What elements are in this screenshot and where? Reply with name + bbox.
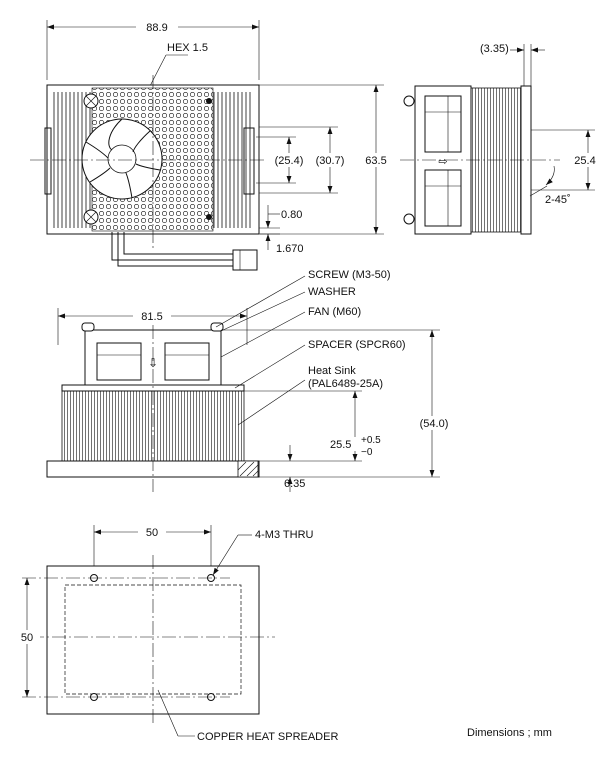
base-thickness-label: 6.35 — [284, 478, 305, 490]
top-height-label: 63.5 — [365, 155, 386, 167]
fin-height-label: 25.5 — [330, 439, 351, 451]
top-width-label: 88.9 — [146, 22, 167, 34]
front-width-label: 81.5 — [141, 311, 162, 323]
dim-1670-label: 1.670 — [276, 243, 304, 255]
washer-label: WASHER — [308, 286, 356, 298]
svg-text:⇩: ⇩ — [148, 356, 158, 370]
spacer-label: SPACER (SPCR60) — [308, 339, 406, 351]
spreader-label: COPPER HEAT SPREADER — [197, 731, 338, 743]
bottom-view: 50 50 4-M3 THRU COPPER HEAT SPREADER — [14, 525, 338, 743]
inner-width-1-label: (25.4) — [275, 155, 304, 167]
hole-pitch-y-label: 50 — [21, 632, 33, 644]
side-view: (3.35) ⇨ 25.4 2-45˚ — [400, 43, 602, 235]
overall-height-label: (54.0) — [420, 418, 449, 430]
hex-label: HEX 1.5 — [167, 42, 208, 54]
units-note: Dimensions ; mm — [467, 727, 552, 739]
chamfer-label: 2-45˚ — [545, 194, 571, 206]
top-view: 88.9 HEX 1.5 — [30, 20, 394, 271]
side-pitch-label: 25.4 — [574, 155, 595, 167]
tolerance-plus-label: +0.5 — [361, 435, 381, 446]
front-view: 81.5 ⇩ SCREW (M3-50) WASHER FAN (M60) SP… — [46, 269, 456, 492]
inner-width-2-label: (30.7) — [316, 155, 345, 167]
svg-text:⇨: ⇨ — [438, 156, 447, 168]
fan-label: FAN (M60) — [308, 306, 361, 318]
hole-pitch-x-label: 50 — [146, 527, 158, 539]
heatsink-label: Heat Sink — [308, 365, 356, 377]
holes-label: 4-M3 THRU — [255, 529, 314, 541]
screw-label: SCREW (M3-50) — [308, 269, 391, 281]
dim-080-label: 0.80 — [281, 209, 302, 221]
side-offset-label: (3.35) — [480, 43, 509, 55]
tolerance-minus-label: −0 — [361, 447, 373, 458]
heatsink-part-label: (PAL6489-25A) — [308, 378, 383, 390]
